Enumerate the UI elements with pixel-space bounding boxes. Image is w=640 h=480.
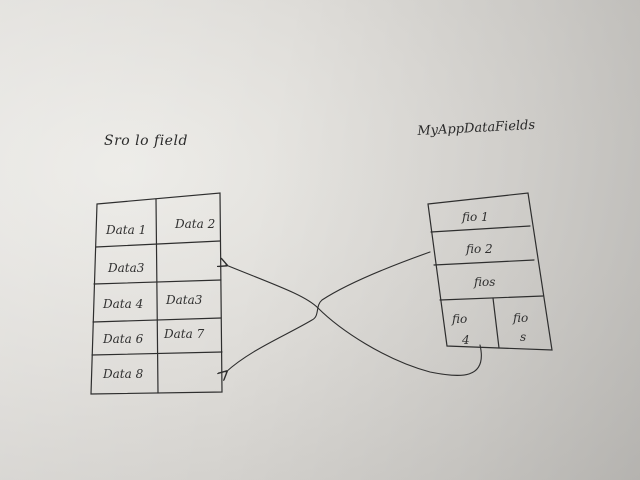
right-table-outline xyxy=(427,192,553,351)
left-table-title: Sro lo field xyxy=(104,133,188,149)
left-table-divider xyxy=(155,198,159,394)
right-cell-bottom-left-top: fio xyxy=(451,312,467,326)
right-cell-row1: fio 1 xyxy=(461,210,489,224)
left-cell-r3c1: Data 4 xyxy=(102,297,143,311)
left-row-line-2 xyxy=(93,279,222,285)
left-cell-r4c2: Data 7 xyxy=(163,327,205,341)
right-cell-bottom-right-bottom: s xyxy=(520,330,526,344)
right-row-line-1 xyxy=(430,225,531,233)
left-cell-r1c1: Data 1 xyxy=(105,223,146,237)
right-cell-bottom-right-top: fio xyxy=(512,311,528,325)
right-cell-row2: fio 2 xyxy=(465,242,493,256)
right-row-line-2 xyxy=(433,259,535,266)
left-row-line-1 xyxy=(95,240,221,248)
right-cell-bottom-left-bottom: 4 xyxy=(461,333,470,347)
left-cell-r4c1: Data 6 xyxy=(102,332,144,346)
mapping-arrows xyxy=(226,251,482,376)
right-cell-row3: fios xyxy=(473,275,495,289)
right-table xyxy=(427,192,553,351)
left-cell-r2c1: Data3 xyxy=(107,261,145,275)
left-table-cells: Data 1 Data 2 Data3 Data 4 Data3 Data 6 … xyxy=(102,217,215,381)
arrow-fio2-to-data8 xyxy=(226,251,431,372)
left-cell-r5c1: Data 8 xyxy=(102,367,144,381)
left-table xyxy=(90,192,223,395)
left-cell-r1c2: Data 2 xyxy=(174,217,215,231)
right-table-cells: fio 1 fio 2 fios fio 4 fio s xyxy=(451,210,528,347)
right-row-line-3 xyxy=(439,295,544,301)
left-row-line-3 xyxy=(92,317,222,323)
left-table-outline xyxy=(90,192,223,395)
arrow-fio4-to-data3 xyxy=(226,265,482,376)
right-bottom-divider xyxy=(492,297,500,349)
left-row-line-4 xyxy=(91,351,223,356)
left-cell-r3c2: Data3 xyxy=(165,293,203,307)
